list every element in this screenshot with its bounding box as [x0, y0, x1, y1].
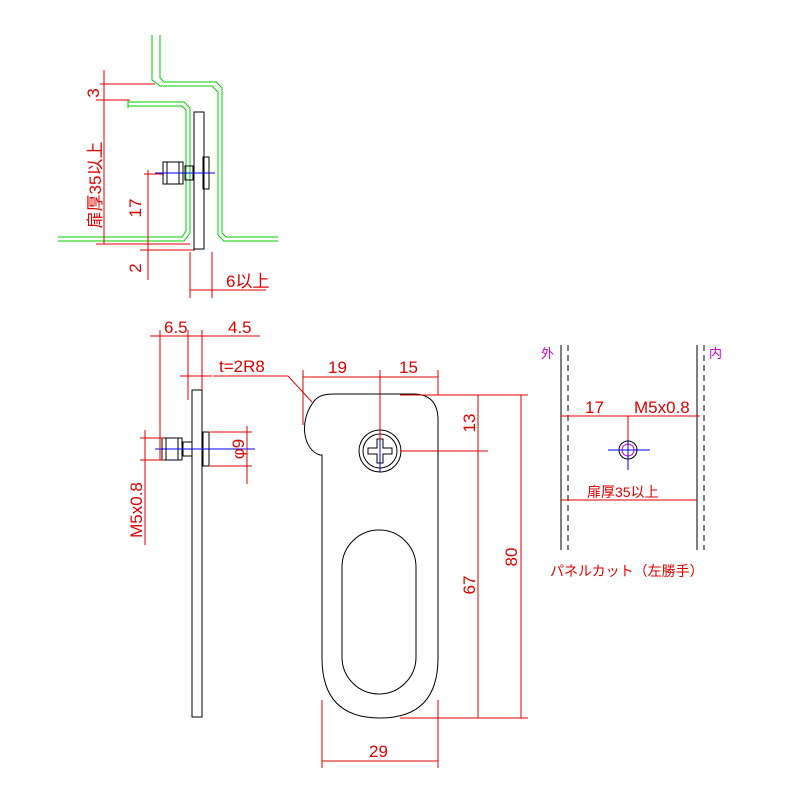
dim-67-label: 67	[460, 576, 479, 595]
panel-cut-view: 外 内 17 M5x0.8 扉厚35以上 パネルカット（左勝手）	[541, 345, 722, 579]
dim-thread-label: M5x0.8	[127, 482, 146, 538]
side-dimensions	[140, 330, 260, 545]
dim-6-over-label: 6以上	[226, 272, 269, 291]
dim-6-5-label: 6.5	[164, 318, 188, 337]
dim-29-label: 29	[369, 742, 388, 761]
thickness-radius-label: t=2R8	[219, 357, 265, 376]
panel-lines	[560, 345, 698, 550]
front-view: t=2R8 19 15 13 67 80 29	[213, 357, 528, 768]
dim-4-5-label: 4.5	[228, 318, 252, 337]
dim-dia9-label: φ9	[229, 439, 248, 459]
panel-hidden-lines	[567, 345, 705, 550]
outside-label: 外	[541, 346, 554, 361]
dim-15-label: 15	[399, 358, 418, 377]
inside-label: 内	[709, 346, 722, 361]
door-frame-outline	[58, 35, 278, 242]
cut-hole	[608, 430, 650, 470]
dim-17-label: 17	[126, 199, 145, 218]
plate-outline	[303, 393, 439, 719]
dim-80-label: 80	[502, 548, 521, 567]
section-view: 3 扉厚35以上 17 2 6以上	[58, 35, 278, 298]
panel-cut-caption: パネルカット（左勝手）	[550, 563, 704, 579]
side-view-part	[161, 389, 215, 718]
slot-outline	[341, 529, 417, 695]
dim-3-label: 3	[84, 88, 103, 97]
panel-thread-label: M5x0.8	[634, 398, 690, 417]
dim-door-thickness-label: 扉厚35以上	[86, 142, 105, 229]
panel-dim-17-label: 17	[585, 398, 604, 417]
dim-19-label: 19	[328, 358, 347, 377]
side-view: 6.5 4.5 M5x0.8 φ9	[127, 318, 260, 718]
panel-thickness-label: 扉厚35以上	[587, 484, 659, 500]
panel-dimensions	[561, 415, 700, 501]
section-dimensions	[96, 70, 266, 298]
dim-2-label: 2	[126, 263, 145, 272]
dim-13-label: 13	[460, 414, 479, 433]
plate-section	[162, 111, 214, 250]
front-dimensions	[213, 370, 528, 768]
